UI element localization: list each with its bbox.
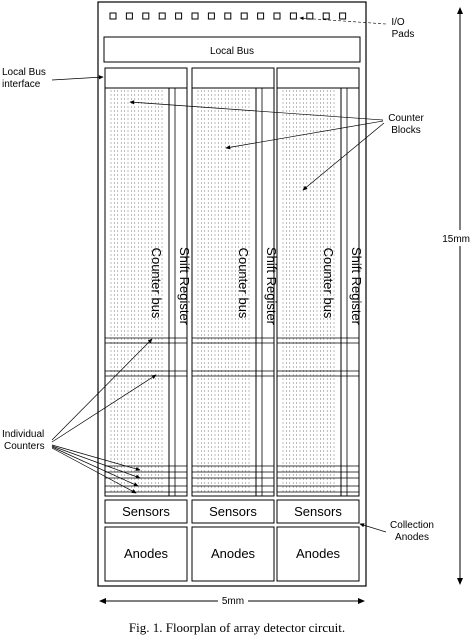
individual-counters-pointers [51, 338, 157, 494]
anodes-box [191, 526, 275, 582]
io-pad [191, 12, 199, 20]
io-pad [224, 12, 232, 20]
height-dimension-label: 15mm [442, 234, 470, 245]
sensors-box [104, 499, 188, 524]
sensors-box [191, 499, 275, 524]
io-pad [257, 12, 265, 20]
io-pad [125, 12, 133, 20]
bus-interface-box [104, 67, 188, 89]
counter-bus-label: Counter bus [236, 248, 251, 319]
io-pad [175, 12, 183, 20]
io-pad [109, 12, 117, 20]
counter-block [104, 87, 188, 497]
sensors-label: Sensors [122, 504, 170, 519]
counter-bus-label: Counter bus [321, 248, 336, 319]
bus-interface-box [191, 67, 275, 89]
counter-block [191, 87, 275, 497]
anodes-box [104, 526, 188, 582]
anodes-box [276, 526, 360, 582]
local-bus-box [103, 36, 361, 63]
io-pad [207, 12, 215, 20]
figure-caption: Fig. 1. Floorplan of array detector circ… [128, 620, 346, 635]
io-pad [339, 12, 347, 20]
local-bus-interface-pointer [51, 75, 104, 81]
local-bus-label: Local Bus [210, 46, 254, 57]
counter-block [276, 87, 360, 497]
anodes-label: Anodes [124, 546, 169, 561]
io-pad [273, 12, 281, 20]
counter-blocks-pointer-2 [225, 120, 384, 150]
sensors-label: Sensors [294, 504, 342, 519]
io-pad [240, 12, 248, 20]
io-pads-pointer [299, 16, 387, 25]
shift-register-label: Shift Register [349, 247, 364, 326]
io-pad [289, 12, 297, 20]
collection-anodes-pointer [359, 523, 387, 533]
bus-interface-box [276, 67, 360, 89]
io-pad [306, 12, 314, 20]
counter-bus-label: Counter bus [149, 248, 164, 319]
counter-blocks-pointer-1 [129, 100, 384, 121]
anodes-label: Anodes [211, 546, 256, 561]
sensors-box [276, 499, 360, 524]
width-dimension-label: 5mm [222, 596, 244, 607]
chip-outline [97, 1, 367, 587]
io-pad [142, 12, 150, 20]
shift-register-label: Shift Register [264, 247, 279, 326]
counter-blocks-pointer-3 [302, 122, 385, 191]
sensors-label: Sensors [209, 504, 257, 519]
io-pad [322, 12, 330, 20]
io-pad [158, 12, 166, 20]
io-pad-row [109, 12, 347, 20]
shift-register-label: Shift Register [177, 247, 192, 326]
anodes-label: Anodes [296, 546, 341, 561]
